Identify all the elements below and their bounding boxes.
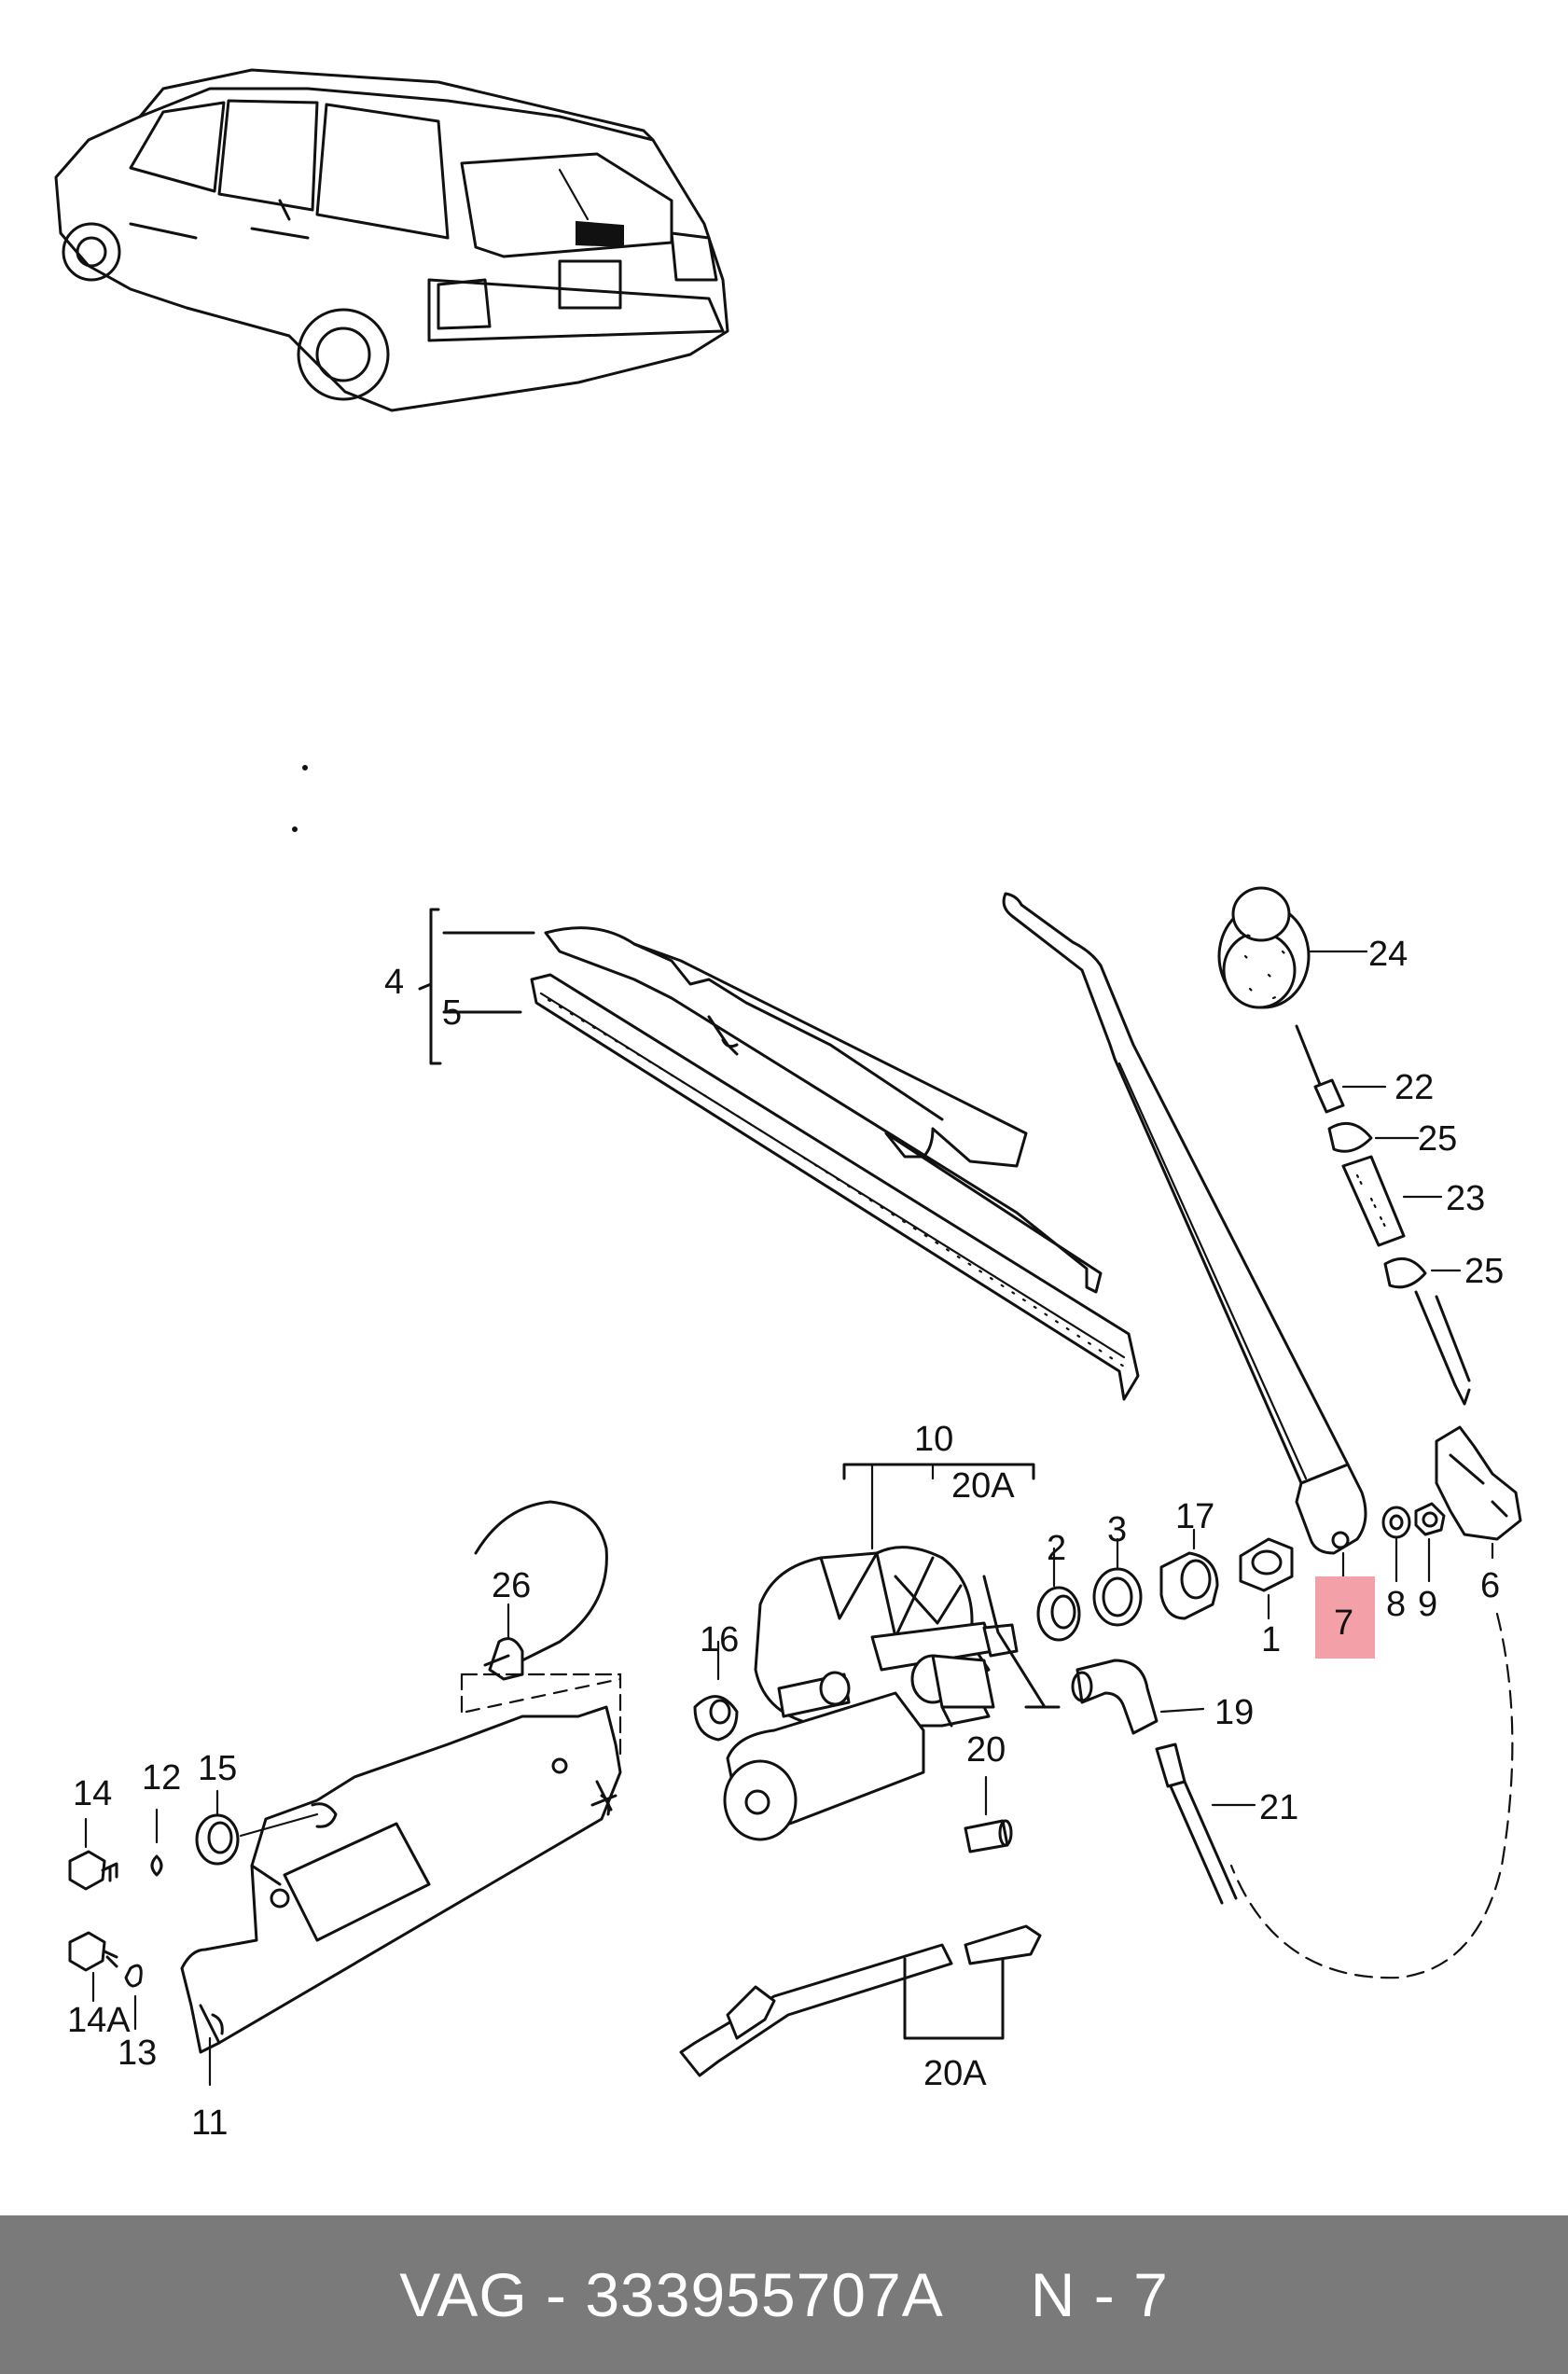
part-19-elbow (1071, 1659, 1205, 1735)
callout-15: 15 (198, 1749, 237, 1788)
callout-12: 12 (142, 1758, 181, 1798)
callout-20: 20 (966, 1730, 1006, 1770)
parts-20-21 (964, 1742, 1256, 1905)
part-6-cover (1229, 1425, 1522, 1979)
callout-7: 7 (1334, 1603, 1353, 1643)
callout-1: 1 (1261, 1620, 1281, 1659)
callout-17: 17 (1175, 1497, 1214, 1536)
callout-10: 10 (914, 1420, 953, 1459)
callout-8: 8 (1386, 1585, 1406, 1624)
callout-labels: 1 2 3 4 5 6 7 8 9 10 11 12 13 14 14A 15 … (67, 935, 1504, 2143)
callout-11: 11 (191, 2103, 228, 2143)
wiper-blade-assembly (418, 908, 1140, 1401)
wiper-arm (1002, 892, 1367, 1555)
footer-bar: VAG - 333955707A N - 7 (0, 2215, 1568, 2374)
parts-2-3-17 (1036, 1528, 1219, 1642)
washer-hose-parts (1295, 1024, 1471, 1406)
callout-16: 16 (700, 1620, 739, 1659)
screws (68, 1789, 319, 2031)
part-number-label: VAG - 333955707A N - 7 (399, 2260, 1169, 2329)
callout-26: 26 (492, 1566, 531, 1605)
part-24-grommet (1217, 886, 1368, 1009)
callout-20a-bottom: 20A (923, 2054, 987, 2093)
part-16 (693, 1640, 739, 1742)
callout-14a: 14A (67, 2001, 131, 2040)
callout-19: 19 (1214, 1693, 1254, 1732)
callout-25-bottom: 25 (1464, 1252, 1504, 1291)
callout-24: 24 (1368, 935, 1408, 974)
callout-3: 3 (1107, 1510, 1127, 1549)
callout-4: 4 (384, 963, 404, 1002)
highlight-part-7 (1315, 1576, 1375, 1659)
callout-25-top: 25 (1418, 1119, 1457, 1159)
part-20a-bottom-spindle (679, 1924, 1042, 2077)
callout-22: 22 (1395, 1068, 1434, 1107)
callout-5: 5 (442, 993, 462, 1033)
callout-6: 6 (1480, 1566, 1500, 1605)
car-illustration (54, 68, 729, 412)
part-10-wiper-motor (723, 1463, 1061, 1841)
callout-2: 2 (1047, 1529, 1066, 1568)
callout-14: 14 (73, 1774, 112, 1813)
part-11-bracket (180, 1705, 622, 2087)
callout-23: 23 (1446, 1179, 1485, 1218)
callout-13: 13 (118, 2034, 157, 2073)
callout-20a-top: 20A (951, 1466, 1015, 1506)
callout-9: 9 (1418, 1585, 1437, 1624)
small-hardware (1239, 1502, 1446, 1620)
part-26-clip (460, 1500, 622, 1756)
parts-diagram: 1 2 3 4 5 6 7 8 9 10 11 12 13 14 14A 15 … (54, 68, 1522, 2143)
callout-21: 21 (1259, 1788, 1298, 1827)
